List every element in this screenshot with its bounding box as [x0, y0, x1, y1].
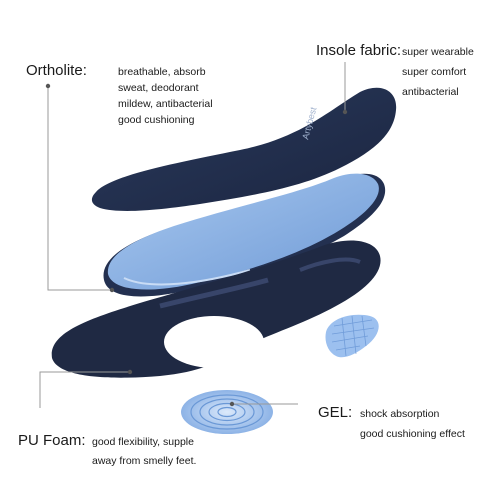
ortholite-desc-2: sweat, deodorant	[118, 82, 199, 94]
pu-foam-layer	[51, 240, 381, 378]
heel-cutout	[164, 316, 264, 368]
gel-desc-1: shock absorption	[360, 408, 440, 420]
gel-desc-2: good cushioning effect	[360, 428, 465, 440]
pu-foam-term: PU Foam:	[18, 432, 86, 449]
ortholite-desc-3: mildew, antibacterial	[118, 98, 213, 110]
pu-foam-desc-2: away from smelly feet.	[92, 455, 197, 467]
insole-fabric-desc-3: antibacterial	[402, 86, 459, 98]
ortholite-term: Ortholite:	[26, 62, 87, 79]
pu-foam-leader	[39, 371, 130, 408]
gel-term: GEL:	[318, 404, 353, 421]
ortholite-desc-4: good cushioning	[118, 114, 195, 126]
insole-fabric-layer	[91, 87, 397, 211]
ortholite-layer	[107, 173, 379, 290]
ortholite-leader	[47, 86, 112, 291]
insole-fabric-term: Insole fabric:	[316, 42, 402, 59]
ortholite-desc-1: breathable, absorb	[118, 66, 206, 78]
insole-fabric-desc-1: super wearable	[402, 46, 474, 58]
insole-fabric-desc-2: super comfort	[402, 66, 467, 78]
pu-foam-desc-1: good flexibility, supple	[92, 436, 194, 448]
heel-gel-disc	[181, 390, 273, 434]
forefoot-gel-pad	[325, 314, 379, 358]
